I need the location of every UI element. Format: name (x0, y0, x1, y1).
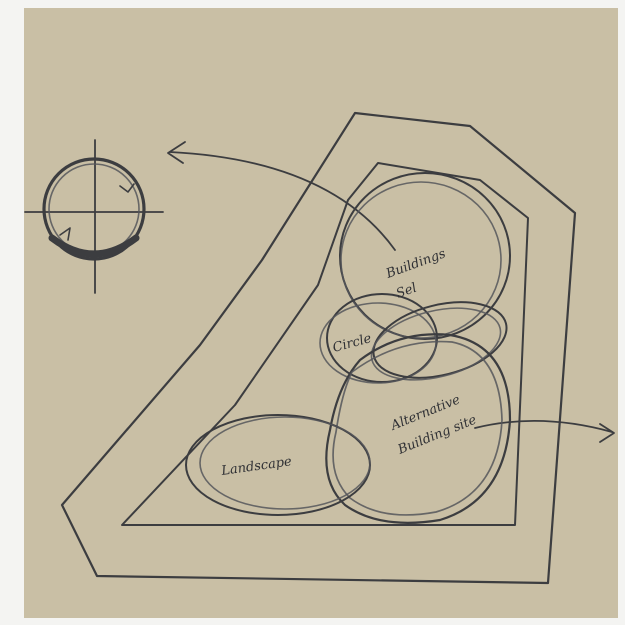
curved-arrow-icon (168, 142, 395, 250)
north-arrow-compass-icon (25, 140, 163, 293)
label-buildings-sub: Sel (394, 281, 419, 302)
label-landscape: Landscape (219, 454, 292, 479)
label-buildings: Buildings (383, 246, 448, 282)
curved-arrow-icon (475, 421, 614, 442)
label-circle: Circle (331, 331, 373, 356)
site-boundary-inner (122, 163, 528, 525)
